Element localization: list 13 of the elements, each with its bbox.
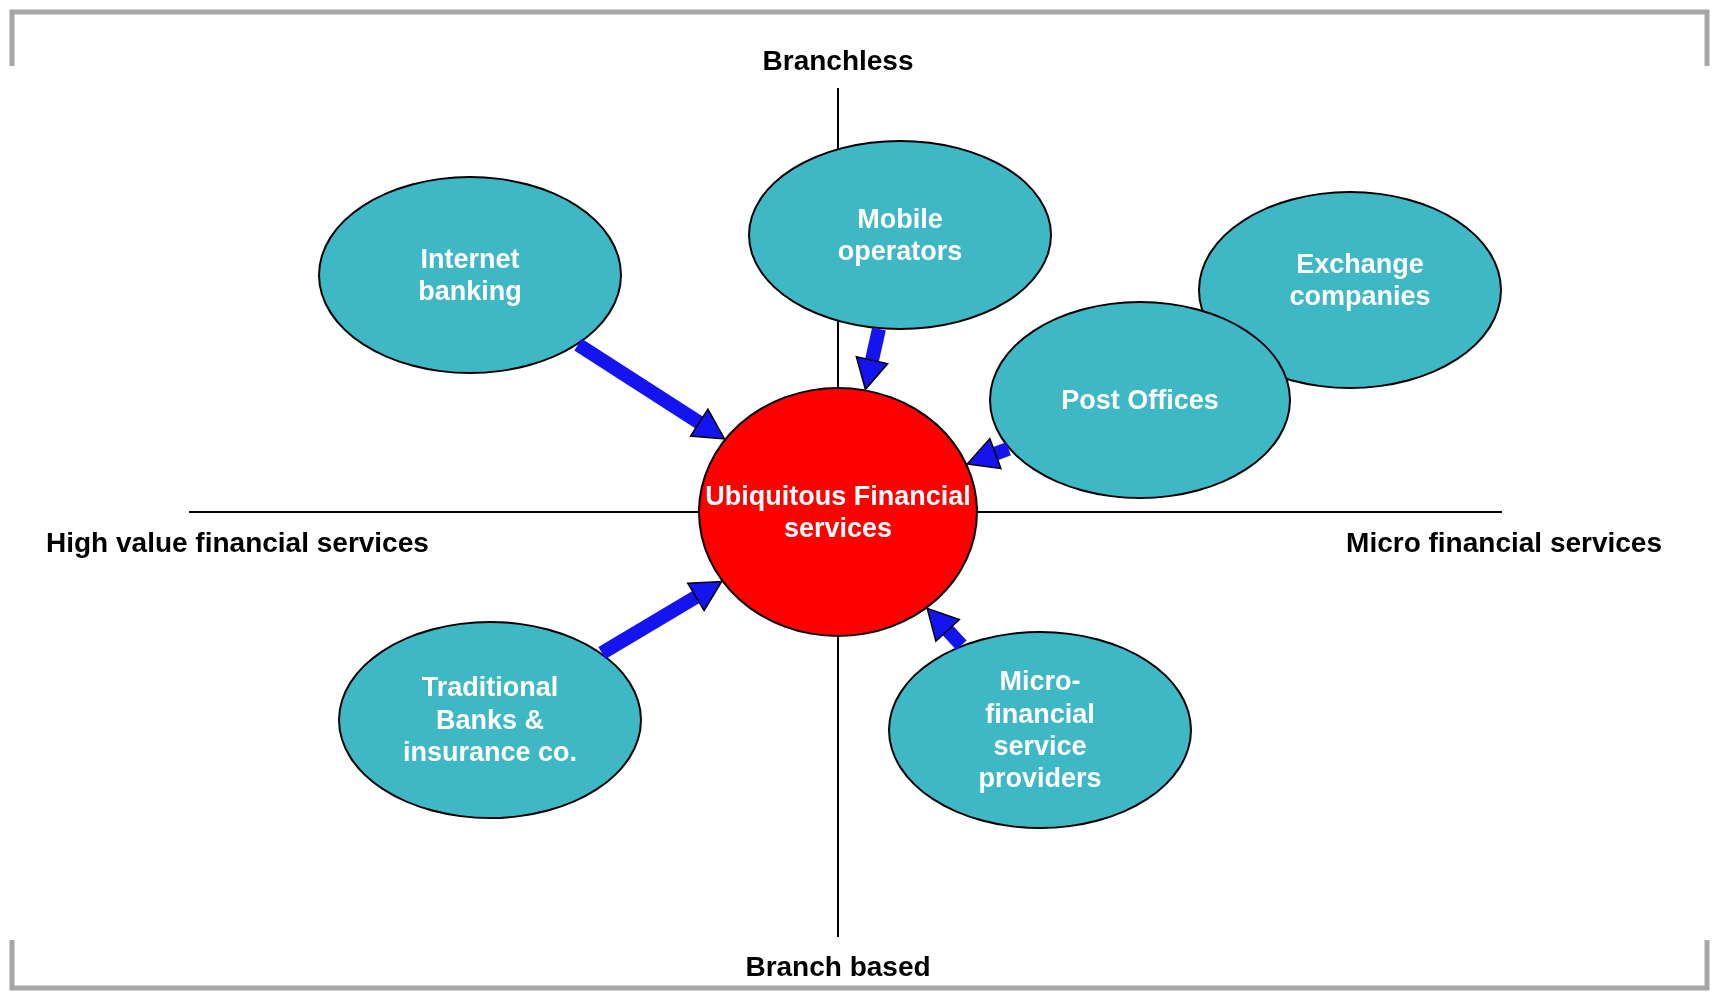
node-label: Ubiquitous Financial services	[704, 479, 972, 545]
axis-label: High value financial services	[46, 527, 429, 559]
node-label: Post Offices	[1061, 383, 1219, 417]
node-label: Exchange companies	[1288, 247, 1432, 313]
block-arrow	[855, 327, 889, 391]
node-label: Internet banking	[417, 242, 523, 308]
axis-label: Branchless	[762, 45, 914, 77]
axis-label: Micro financial services	[1346, 527, 1662, 559]
node-label: Micro- financial service providers	[977, 665, 1103, 795]
node-label: Traditional Banks & insurance co.	[401, 671, 579, 769]
axis-label: Branch based	[745, 951, 931, 983]
block-arrow	[964, 437, 1011, 471]
node-label: Mobile operators	[836, 202, 964, 268]
